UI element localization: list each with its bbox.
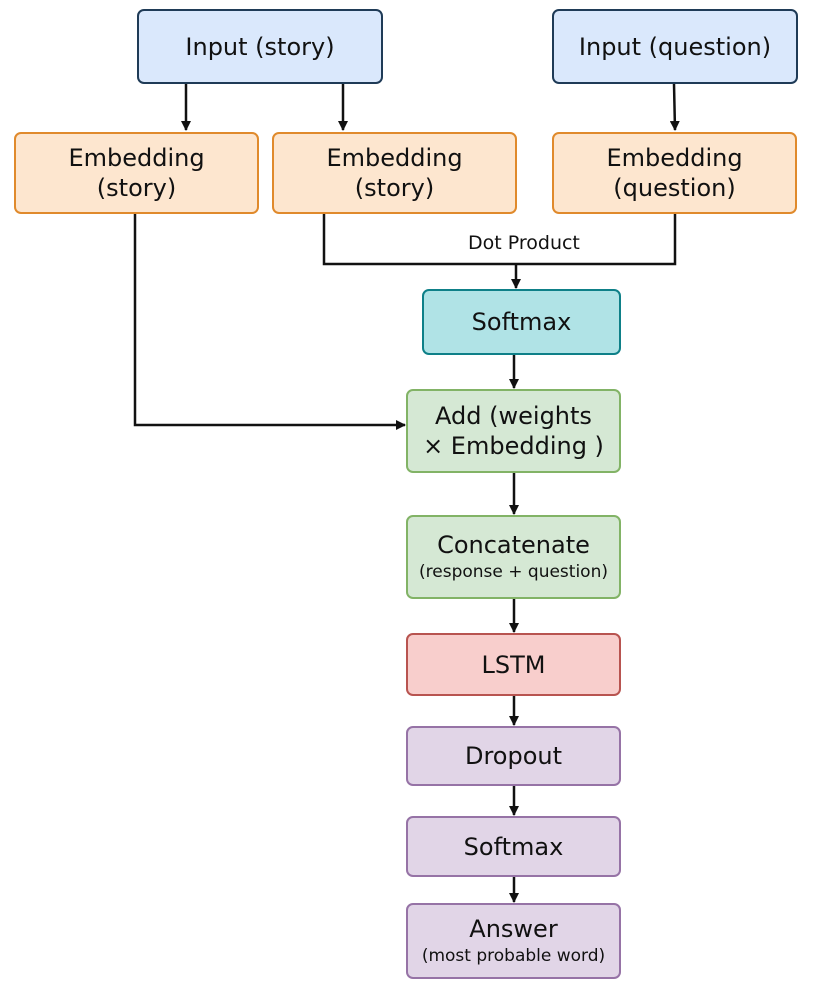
dot-product-label: Dot Product	[468, 232, 580, 254]
softmax-attention-node: Softmax	[422, 289, 621, 355]
input-question-node: Input (question)	[552, 9, 798, 84]
concatenate-title: Concatenate	[437, 531, 590, 560]
embedding-story-node-a: Embedding (story)	[14, 132, 259, 214]
embedding-story-node-b: Embedding (story)	[272, 132, 517, 214]
input-story-label: Input (story)	[185, 32, 335, 61]
answer-subtitle: (most probable word)	[421, 946, 606, 967]
dropout-label: Dropout	[464, 742, 563, 770]
softmax-attention-label: Softmax	[471, 308, 572, 336]
add-weights-subtitle: × Embedding )	[423, 432, 604, 460]
input-question-label: Input (question)	[578, 32, 772, 61]
arrow-embedding-story-a-to-add	[133, 214, 406, 430]
input-story-node: Input (story)	[137, 9, 383, 84]
add-weights-title: Add (weights	[435, 402, 592, 430]
embedding-story-a-subtitle: (story)	[96, 174, 177, 202]
lstm-label: LSTM	[481, 650, 546, 679]
embedding-question-node: Embedding (question)	[552, 132, 797, 214]
embedding-story-b-subtitle: (story)	[354, 174, 435, 202]
concatenate-node: Concatenate (response + question)	[406, 515, 621, 599]
embedding-story-b-title: Embedding	[326, 144, 463, 172]
answer-title: Answer	[469, 915, 558, 944]
embedding-story-a-title: Embedding	[68, 144, 205, 172]
arrow-input-question-to-embedding-question	[669, 83, 680, 131]
add-weights-node: Add (weights × Embedding )	[406, 389, 621, 473]
softmax-output-label: Softmax	[463, 832, 564, 861]
concatenate-subtitle: (response + question)	[419, 562, 608, 583]
line-embedding-question-to-dot-product	[516, 214, 677, 266]
answer-node: Answer (most probable word)	[406, 903, 621, 979]
embedding-question-subtitle: (question)	[613, 174, 736, 202]
softmax-output-node: Softmax	[406, 816, 621, 877]
embedding-question-title: Embedding	[606, 144, 743, 172]
line-embedding-story-b-to-dot-product	[322, 214, 516, 266]
dropout-node: Dropout	[406, 726, 621, 786]
lstm-node: LSTM	[406, 633, 621, 696]
